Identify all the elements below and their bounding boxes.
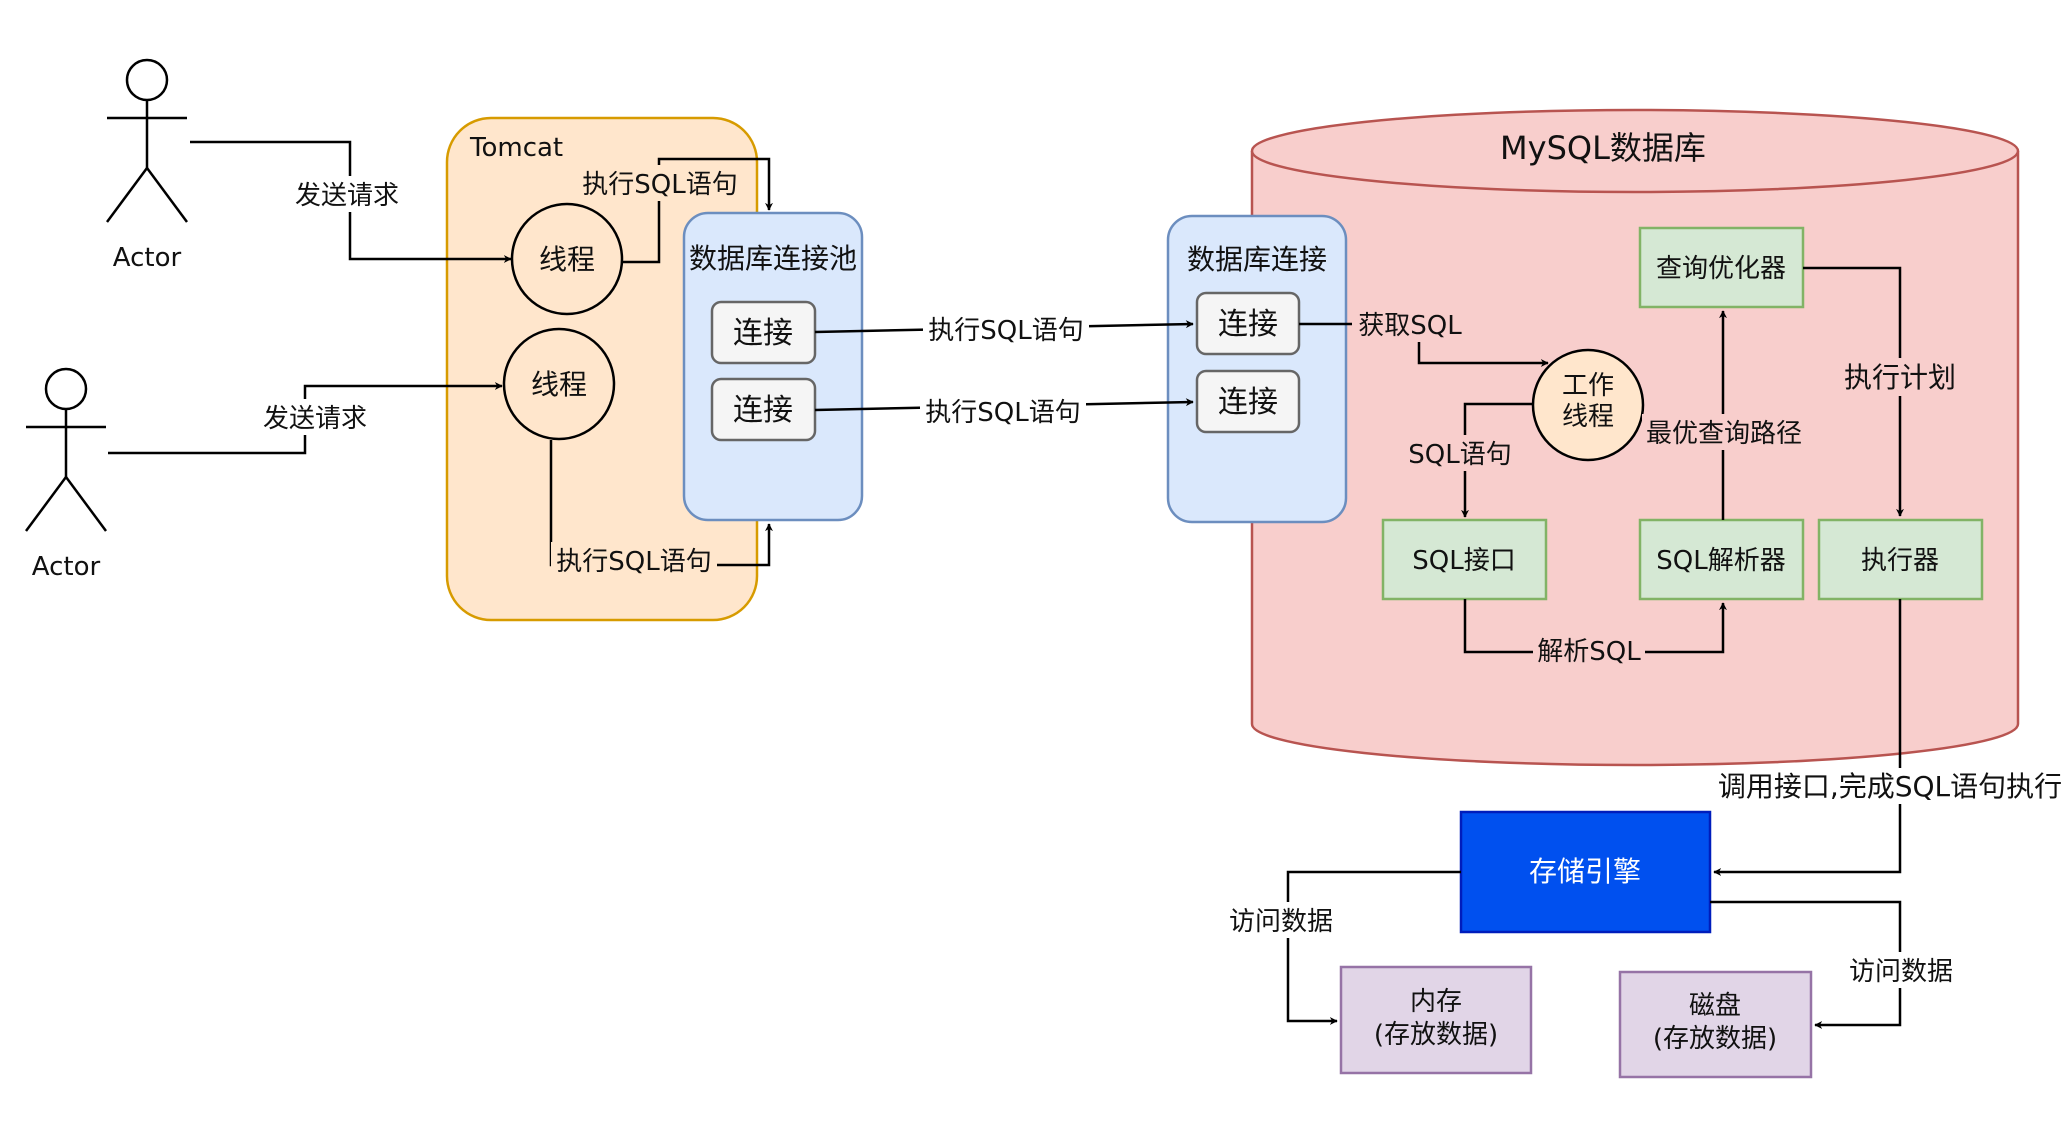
query-optimizer-label: 查询优化器: [1656, 254, 1786, 284]
thread-2-label: 线程: [531, 368, 587, 401]
edge-engine-memory: [1286, 870, 1461, 1025]
label-access-memory: 访问数据: [1229, 907, 1333, 937]
label-sql-statement: SQL语句: [1408, 440, 1511, 470]
label-exec-sql-conn2: 执行SQL语句: [925, 398, 1080, 428]
disk-line2: (存放数据): [1653, 1024, 1777, 1054]
mysql-cylinder: [1250, 108, 2020, 767]
db-connection-2: [1195, 369, 1301, 434]
actor-1: [105, 58, 189, 223]
sql-interface-label: SQL接口: [1412, 546, 1515, 576]
label-send-request-1: 发送请求: [295, 181, 399, 211]
edge-labels: 发送请求 发送请求 执行SQL语句 执行SQL语句 执行SQL语句 执行SQL语…: [256, 165, 2072, 988]
label-exec-sql-conn1: 执行SQL语句: [928, 316, 1083, 346]
memory-line2: (存放数据): [1374, 1020, 1498, 1050]
label-exec-sql-top: 执行SQL语句: [582, 170, 737, 200]
pool-connection-1: [710, 300, 817, 365]
sql-parser-label: SQL解析器: [1656, 546, 1785, 576]
storage-engine-label: 存储引擎: [1529, 855, 1641, 888]
worker-thread-line1: 工作: [1562, 371, 1614, 401]
label-exec-plan: 执行计划: [1844, 361, 1956, 394]
sql-parser: [1638, 518, 1805, 601]
db-connection-title: 数据库连接: [1187, 243, 1327, 276]
edge-worker-sqlinterface: [1461, 402, 1533, 518]
executor-label: 执行器: [1861, 546, 1939, 576]
mysql-title: MySQL数据库: [1500, 129, 1706, 167]
tomcat-title: Tomcat: [469, 133, 563, 163]
label-access-disk: 访问数据: [1849, 957, 1953, 987]
thread-1-label: 线程: [539, 243, 595, 276]
worker-thread-line2: 线程: [1562, 402, 1614, 432]
actor-2-label: Actor: [32, 552, 101, 582]
sql-interface: [1381, 518, 1548, 601]
edge-optimizer-executor: [1803, 266, 1904, 517]
memory-line1: 内存: [1410, 987, 1462, 1017]
disk-line1: 磁盘: [1689, 991, 1741, 1021]
label-call-api: 调用接口,完成SQL语句执行: [1718, 770, 2062, 803]
edge-thread1-pool: [623, 157, 773, 264]
label-best-path: 最优查询路径: [1646, 419, 1802, 449]
actor-1-label: Actor: [113, 243, 182, 273]
db-connection-1-label: 连接: [1218, 307, 1278, 342]
memory-box: [1339, 965, 1533, 1075]
label-get-sql: 获取SQL: [1358, 311, 1462, 341]
label-exec-sql-bottom: 执行SQL语句: [556, 547, 711, 577]
pool-connection-1-label: 连接: [733, 316, 793, 351]
actor-2: [24, 367, 108, 532]
connection-pool-title: 数据库连接池: [689, 242, 857, 275]
executor: [1817, 518, 1984, 601]
db-connection-2-label: 连接: [1218, 385, 1278, 420]
edge-executor-engine: [1713, 599, 1902, 876]
thread-2: [502, 327, 616, 441]
label-send-request-2: 发送请求: [263, 404, 367, 434]
thread-1: [510, 202, 624, 316]
query-optimizer: [1638, 226, 1805, 309]
disk-box: [1618, 970, 1813, 1079]
connection-pool: [682, 211, 864, 522]
pool-connection-2-label: 连接: [733, 393, 793, 428]
label-parse-sql: 解析SQL: [1537, 637, 1641, 667]
